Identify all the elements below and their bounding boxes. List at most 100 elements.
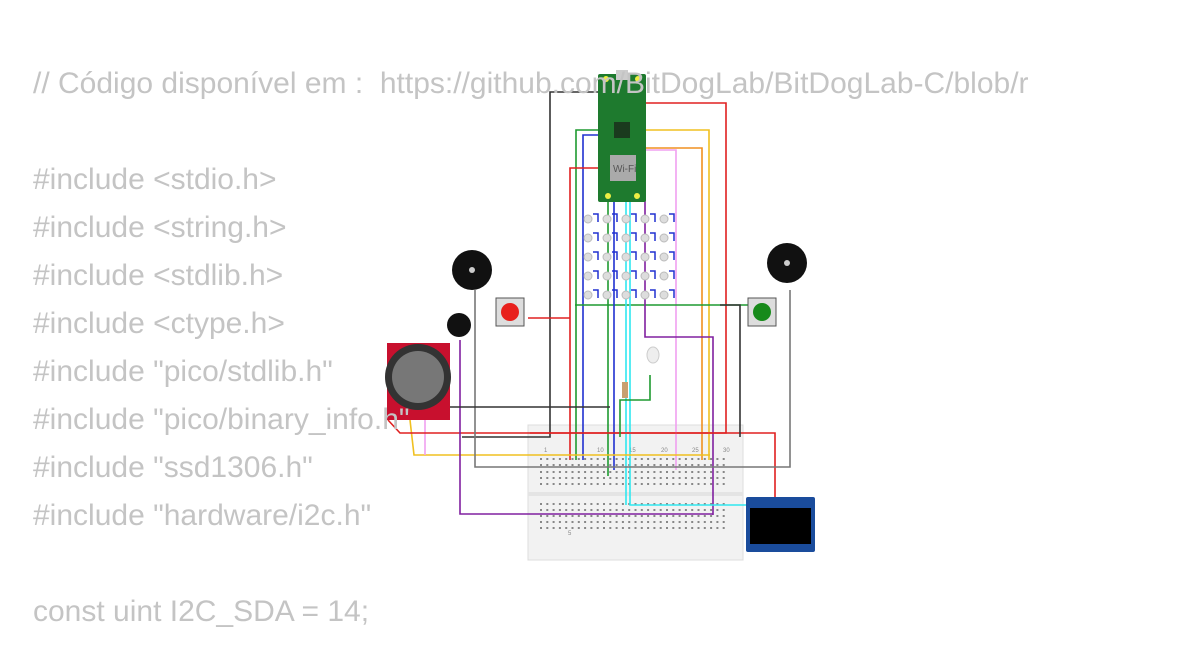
breadboard-hole: [678, 483, 681, 485]
breadboard-hole: [653, 521, 656, 523]
breadboard-hole: [546, 477, 549, 479]
breadboard-hole: [577, 503, 580, 505]
wires: [387, 91, 791, 515]
oled-ssd1306-display[interactable]: [746, 497, 815, 552]
breadboard-hole: [609, 509, 612, 511]
breadboard-hole: [621, 521, 624, 523]
breadboard-hole: [552, 509, 555, 511]
breadboard-hole: [703, 471, 706, 473]
breadboard-hole: [672, 464, 675, 466]
matrix-led: [621, 252, 631, 262]
breadboard-hole: [666, 527, 668, 529]
breadboard-hole: [684, 477, 687, 479]
breadboard-hole: [678, 458, 681, 460]
matrix-led: [583, 252, 593, 262]
matrix-led: [640, 271, 650, 281]
col-label: 5: [568, 531, 572, 537]
breadboard-hole: [558, 483, 561, 485]
breadboard-hole: [540, 458, 542, 460]
breadboard-hole: [716, 483, 719, 485]
matrix-led: [602, 214, 612, 224]
led-matrix[interactable]: [583, 213, 675, 300]
breadboard-hole: [584, 521, 587, 523]
breadboard-hole: [697, 521, 700, 523]
breadboard-hole: [672, 509, 675, 511]
breadboard-hole: [653, 503, 656, 505]
red-pushbutton[interactable]: [495, 297, 525, 327]
breadboard-hole: [659, 503, 662, 505]
matrix-wire: [612, 289, 618, 298]
breadboard-hole: [697, 471, 700, 473]
breadboard-hole: [603, 515, 605, 517]
breadboard-hole: [722, 464, 725, 466]
breadboard-hole: [684, 503, 687, 505]
breadboard-hole: [716, 503, 719, 505]
breadboard-hole: [565, 483, 568, 485]
breadboard-hole: [722, 509, 725, 511]
resistor[interactable]: [622, 382, 628, 398]
breadboard-hole: [603, 471, 605, 473]
breadboard-hole: [640, 515, 643, 517]
breadboard-hole: [678, 464, 681, 466]
breadboard-hole: [584, 458, 587, 460]
matrix-led: [659, 290, 669, 300]
matrix-wire: [669, 232, 675, 241]
breadboard-hole: [552, 464, 555, 466]
breadboard-hole: [571, 477, 574, 479]
breadboard-hole: [647, 515, 650, 517]
breadboard-hole: [634, 477, 637, 479]
joystick-module[interactable]: [385, 343, 451, 420]
matrix-wire: [650, 289, 656, 298]
matrix-wire: [631, 251, 637, 260]
breadboard-hole: [565, 515, 568, 517]
breadboard-hole: [678, 515, 681, 517]
breadboard-hole: [615, 483, 618, 485]
breadboard-hole: [609, 458, 612, 460]
breadboard-hole: [603, 483, 605, 485]
breadboard-hole: [603, 464, 605, 466]
breadboard-hole: [647, 458, 650, 460]
breadboard-hole: [603, 527, 605, 529]
col-label: 1: [544, 448, 548, 454]
breadboard-hole: [666, 521, 668, 523]
breadboard-hole: [615, 521, 618, 523]
breadboard-hole: [666, 509, 668, 511]
breadboard-hole: [596, 521, 599, 523]
breadboard-hole: [716, 464, 719, 466]
breadboard-hole: [653, 458, 656, 460]
breadboard-hole: [552, 483, 555, 485]
breadboard-hole: [577, 521, 580, 523]
breadboard-hole: [552, 527, 555, 529]
breadboard-hole: [659, 515, 662, 517]
breadboard-hole: [666, 471, 668, 473]
breadboard-hole: [716, 471, 719, 473]
breadboard-hole: [710, 509, 713, 511]
breadboard-hole: [621, 527, 624, 529]
breadboard-hole: [552, 515, 555, 517]
breadboard-hole: [590, 477, 593, 479]
breadboard-hole: [558, 477, 561, 479]
breadboard-hole: [710, 471, 713, 473]
rgb-led[interactable]: [646, 346, 660, 364]
raspberry-pi-pico-w[interactable]: Wi-Fi: [598, 70, 646, 202]
breadboard-hole: [722, 527, 725, 529]
breadboard-hole: [697, 527, 700, 529]
breadboard-hole: [621, 483, 624, 485]
breadboard-hole: [659, 483, 662, 485]
microphone[interactable]: [447, 313, 471, 337]
breadboard-hole: [540, 515, 542, 517]
circuit-canvas[interactable]: 1 10 15 20 25 30 5: [0, 0, 1200, 630]
breadboard-hole: [565, 458, 568, 460]
matrix-led: [640, 252, 650, 262]
breadboard-hole: [634, 515, 637, 517]
green-pushbutton[interactable]: [747, 297, 777, 327]
buzzer-center: [784, 260, 790, 266]
breadboard-hole: [691, 483, 694, 485]
breadboard-hole: [565, 503, 568, 505]
breadboard-hole: [577, 464, 580, 466]
breadboard[interactable]: 1 10 15 20 25 30 5: [527, 424, 744, 561]
breadboard-hole: [703, 503, 706, 505]
breadboard-hole: [640, 464, 643, 466]
breadboard-hole: [603, 503, 605, 505]
breadboard-hole: [628, 515, 631, 517]
